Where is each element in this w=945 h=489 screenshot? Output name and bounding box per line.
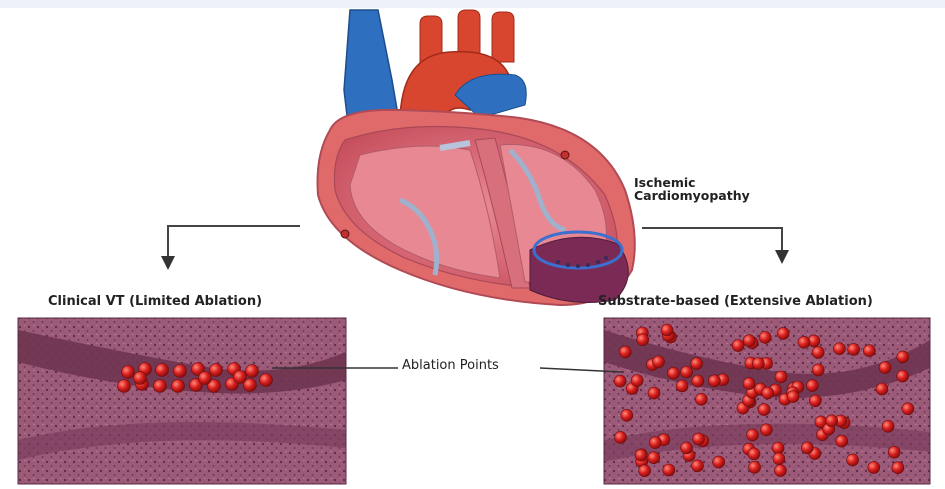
ablation-point (876, 383, 888, 395)
ablation-point (692, 375, 704, 387)
ablation-point (154, 380, 167, 393)
ablation-point (772, 442, 784, 454)
ablation-point (812, 364, 824, 376)
ablation-point (762, 387, 774, 399)
ablation-point (774, 465, 786, 477)
ablation-point (826, 415, 838, 427)
left-tissue-panel (18, 318, 346, 484)
ablation-point (693, 433, 705, 445)
ablation-point (635, 449, 647, 461)
scar-region (530, 237, 628, 302)
right-panel-title: Substrate-based (Extensive Ablation) (598, 294, 873, 309)
ablation-point (759, 331, 771, 343)
ablation-point (773, 453, 785, 465)
ablation-point (663, 464, 675, 476)
ablation-point (812, 346, 824, 358)
ablation-point (637, 334, 649, 346)
ablation-point (801, 442, 813, 454)
ablation-point (752, 358, 764, 370)
ablation-point (809, 395, 821, 407)
left-panel-title: Clinical VT (Limited Ablation) (48, 294, 262, 309)
ablation-point (882, 420, 894, 432)
ablation-point (621, 409, 633, 421)
ablation-point (888, 446, 900, 458)
ablation-point (648, 452, 660, 464)
ablation-point (743, 378, 755, 390)
ablation-point (681, 442, 693, 454)
ablation-point (246, 365, 259, 378)
ablation-point (708, 375, 720, 387)
ablation-point (760, 424, 772, 436)
ablation-point (743, 335, 755, 347)
ablation-point (879, 362, 891, 374)
ablation-point (732, 340, 744, 352)
ablation-point (615, 431, 627, 443)
ablation-point (639, 465, 651, 477)
ablation-point (122, 366, 135, 379)
ablation-point (897, 370, 909, 382)
ablation-point (775, 371, 787, 383)
ablation-point (210, 364, 223, 377)
ablation-point (156, 364, 169, 377)
condition-label: Ischemic Cardiomyopathy (634, 176, 750, 202)
arrow-down-icon (642, 228, 789, 264)
ablation-point (648, 387, 660, 399)
aorta-branch (492, 12, 514, 62)
ablation-point (653, 356, 665, 368)
ablation-point (134, 372, 147, 385)
ablation-point (847, 454, 859, 466)
ablation-point (758, 404, 770, 416)
ablation-point (631, 375, 643, 387)
ablation-point (649, 437, 661, 449)
ablation-point (892, 462, 904, 474)
ablation-point (692, 460, 704, 472)
ablation-point (863, 345, 875, 357)
ablation-point (172, 380, 185, 393)
ablation-point (681, 366, 693, 378)
ablation-point (174, 365, 187, 378)
ablation-point (695, 393, 707, 405)
ablation-point (668, 367, 680, 379)
ablation-point (748, 448, 760, 460)
ablation-point (234, 371, 247, 384)
ablation-point (806, 380, 818, 392)
ablation-point (661, 324, 673, 336)
ablation-point (798, 336, 810, 348)
ablation-points-label: Ablation Points (402, 358, 499, 373)
ablation-point (836, 435, 848, 447)
arrow-down-icon (161, 226, 300, 270)
ablation-point (897, 351, 909, 363)
ablation-point (691, 358, 703, 370)
ablation-point (749, 461, 761, 473)
heart-illustration (318, 10, 635, 305)
ablation-point (848, 343, 860, 355)
ablation-point (118, 380, 131, 393)
ablation-point (868, 462, 880, 474)
ablation-point (619, 346, 631, 358)
ablation-point (713, 456, 725, 468)
ablation-point (787, 391, 799, 403)
ablation-point (747, 429, 759, 441)
ablation-point (260, 374, 273, 387)
ablation-point (199, 372, 212, 385)
ablation-point (676, 380, 688, 392)
condition-label-line2: Cardiomyopathy (634, 189, 750, 202)
ablation-point (777, 327, 789, 339)
ablation-point (902, 403, 914, 415)
ablation-point (833, 343, 845, 355)
ablation-point (614, 375, 626, 387)
